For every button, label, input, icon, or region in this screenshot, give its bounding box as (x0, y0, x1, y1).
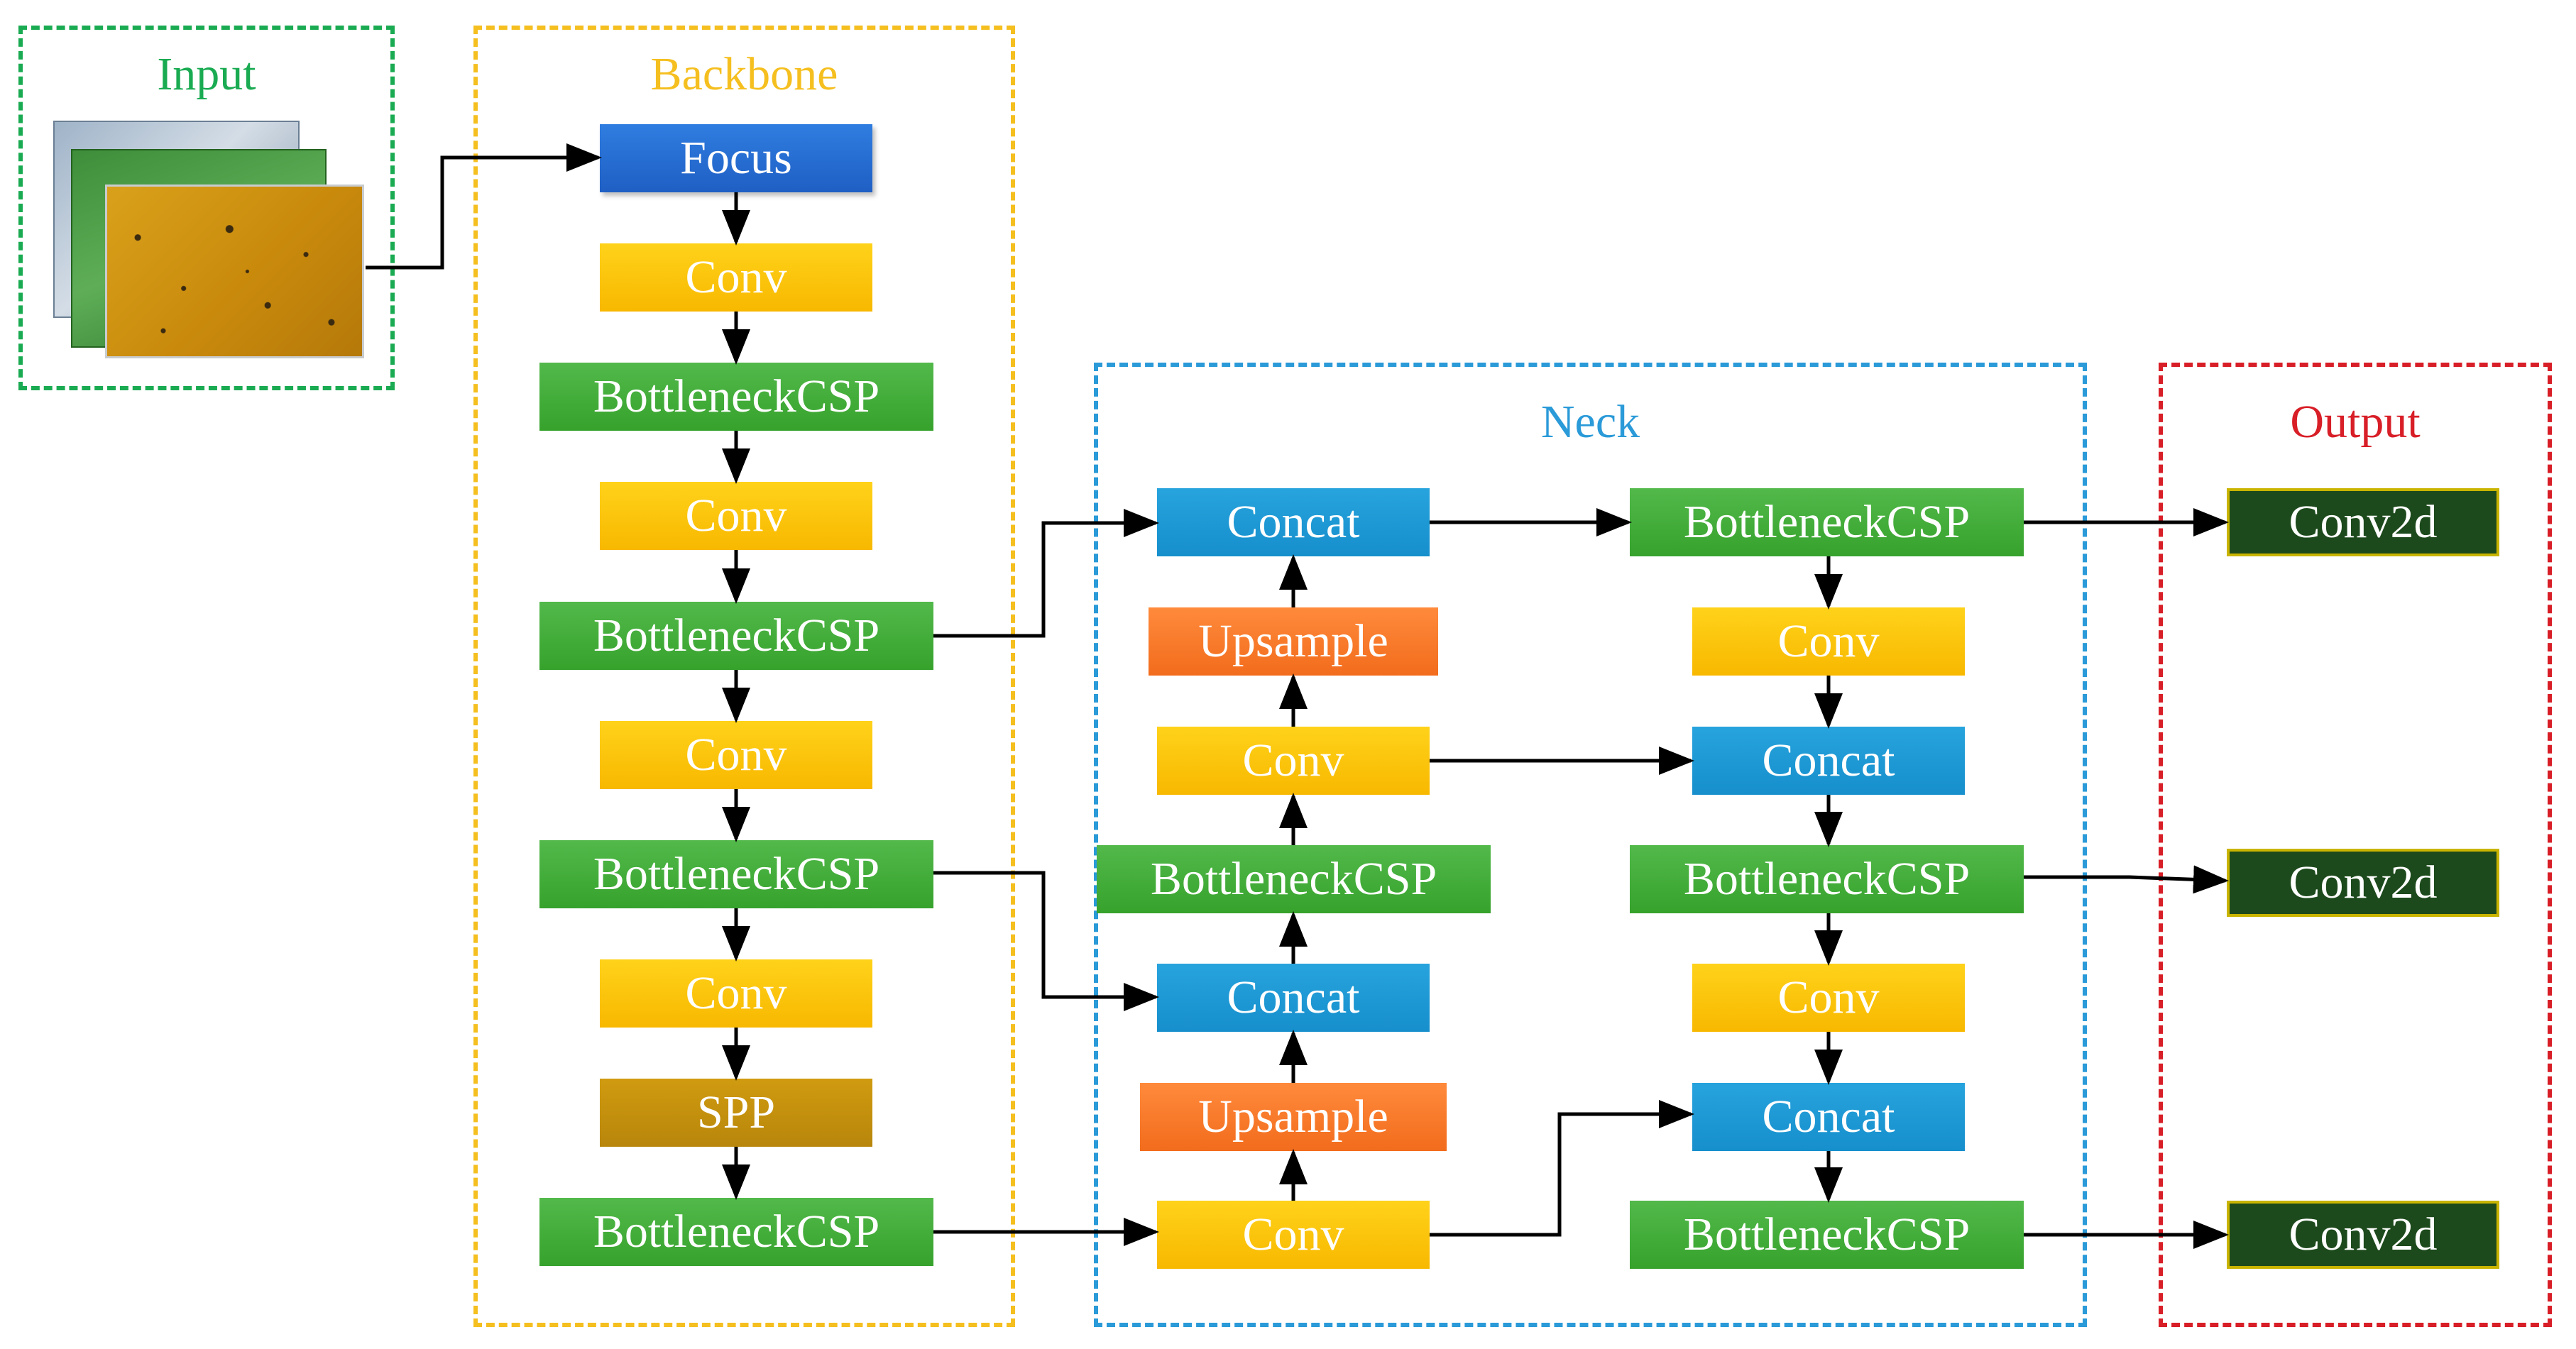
backbone-bottleneckcsp-node-3: BottleneckCSP (539, 840, 933, 908)
neck-conv-node-2: Conv (1157, 1201, 1430, 1269)
input-image-front (105, 185, 364, 358)
backbone-conv-node-2: Conv (600, 482, 872, 550)
output-conv2d-node-3: Conv2d (2227, 1201, 2499, 1269)
backbone-conv-node-1: Conv (600, 243, 872, 312)
output-conv2d-node-1: Conv2d (2227, 488, 2499, 556)
spp-node: SPP (600, 1079, 872, 1147)
backbone-group-title: Backbone (650, 48, 838, 100)
backbone-bottleneckcsp-node-1: BottleneckCSP (539, 363, 933, 431)
backbone-group: Backbone (473, 26, 1015, 1327)
input-images (50, 117, 369, 358)
backbone-bottleneckcsp-node-2: BottleneckCSP (539, 602, 933, 670)
input-group-title: Input (157, 48, 256, 100)
neck-concat-node-2: Concat (1157, 964, 1430, 1032)
focus-node: Focus (600, 124, 872, 192)
neck-concat-node-1: Concat (1157, 488, 1430, 556)
backbone-bottleneckcsp-node-4: BottleneckCSP (539, 1198, 933, 1266)
neck-conv-node-1: Conv (1157, 727, 1430, 795)
neck-conv-node-r2: Conv (1692, 964, 1965, 1032)
neck-conv-node-r1: Conv (1692, 607, 1965, 676)
neck-bottleneckcsp-node-r1: BottleneckCSP (1630, 488, 2024, 556)
neck-concat-node-r1: Concat (1692, 727, 1965, 795)
neck-bottleneckcsp-node-1: BottleneckCSP (1097, 845, 1491, 913)
neck-upsample-node-2: Upsample (1140, 1083, 1447, 1151)
neck-concat-node-r2: Concat (1692, 1083, 1965, 1151)
backbone-conv-node-3: Conv (600, 721, 872, 789)
neck-bottleneckcsp-node-r2: BottleneckCSP (1630, 845, 2024, 913)
output-group-title: Output (2290, 396, 2421, 448)
output-conv2d-node-2: Conv2d (2227, 849, 2499, 917)
neck-bottleneckcsp-node-r3: BottleneckCSP (1630, 1201, 2024, 1269)
neck-upsample-node-1: Upsample (1149, 607, 1438, 676)
neck-group-title: Neck (1540, 396, 1640, 448)
output-group: Output (2159, 363, 2552, 1327)
neck-group: Neck (1094, 363, 2087, 1327)
backbone-conv-node-4: Conv (600, 959, 872, 1028)
